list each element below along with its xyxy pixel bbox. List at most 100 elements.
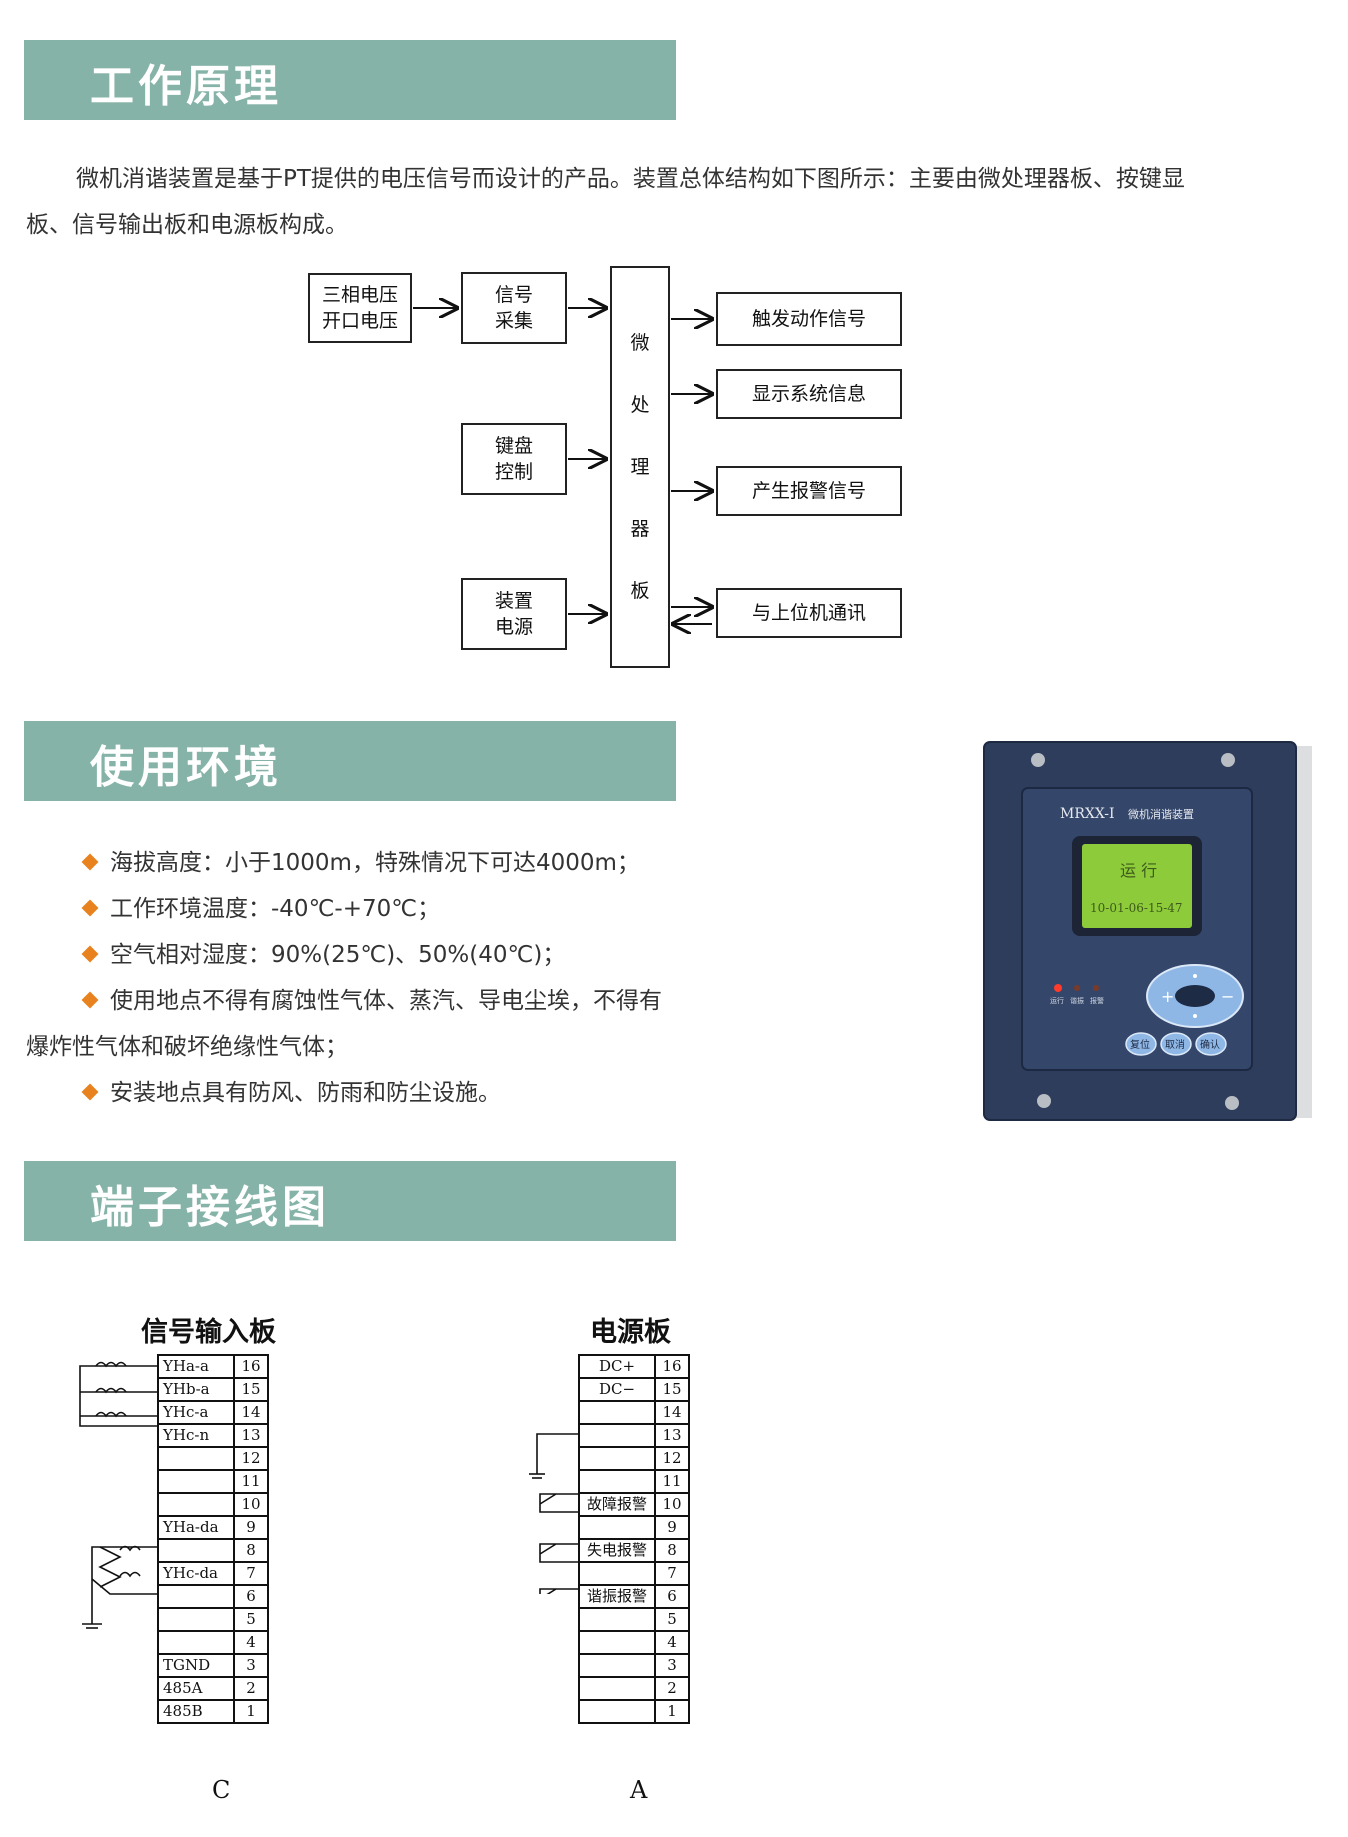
table-row: 5 xyxy=(157,1607,269,1632)
reset-button-label: 复位 xyxy=(1130,1038,1150,1051)
terminal-label xyxy=(578,1515,656,1540)
terminal-number: 14 xyxy=(233,1400,269,1425)
terminal-label xyxy=(578,1400,656,1425)
env-item-text: 海拔高度：小于1000m，特殊情况下可达4000m； xyxy=(110,850,640,876)
processor-char: 理 xyxy=(630,456,650,478)
device-photo: MRXX-I 微机消谐装置 运 行 10-01-06-15-47 运行 谐振 报… xyxy=(983,741,1312,1121)
terminal-label xyxy=(157,1492,235,1517)
processor-char: 器 xyxy=(630,518,650,540)
diamond-bullet-icon xyxy=(81,899,99,917)
terminal-number: 13 xyxy=(233,1423,269,1448)
terminal-label xyxy=(157,1630,235,1655)
table-row: 14 xyxy=(578,1400,690,1425)
microprocessor-board-box: 微 处 理 器 板 xyxy=(610,266,670,668)
processor-char: 微 xyxy=(630,332,650,354)
terminal-number: 9 xyxy=(654,1515,690,1540)
led-label: 谐振 xyxy=(1070,996,1084,1005)
table-row: 4 xyxy=(578,1630,690,1655)
led-label: 报警 xyxy=(1090,996,1104,1005)
lcd-line-2: 10-01-06-15-47 xyxy=(1090,901,1183,915)
terminal-number: 7 xyxy=(654,1561,690,1586)
terminal-label xyxy=(157,1584,235,1609)
keyboard-control-label-1: 键盘 xyxy=(494,435,533,457)
cancel-button-label: 取消 xyxy=(1165,1038,1185,1051)
intro-line-2: 板、信号输出板和电源板构成。 xyxy=(26,212,348,238)
terminal-label: 谐振报警 xyxy=(578,1584,656,1609)
coil-icon xyxy=(119,1571,141,1578)
terminal-number: 13 xyxy=(654,1423,690,1448)
reset-button[interactable] xyxy=(1125,1032,1157,1056)
terminal-label: DC− xyxy=(578,1377,656,1402)
terminal-number: 5 xyxy=(654,1607,690,1632)
terminal-label: 485B xyxy=(157,1699,235,1724)
led-label: 运行 xyxy=(1050,996,1064,1005)
table-row: DC−15 xyxy=(578,1377,690,1402)
terminal-number: 16 xyxy=(233,1354,269,1379)
diamond-bullet-icon xyxy=(81,853,99,871)
terminal-number: 8 xyxy=(233,1538,269,1563)
cancel-button[interactable] xyxy=(1160,1032,1192,1056)
led-resonance-icon xyxy=(1074,985,1080,991)
nav-up-icon xyxy=(1193,974,1197,978)
confirm-button[interactable] xyxy=(1195,1032,1227,1056)
output-comm-box: 与上位机通讯 xyxy=(716,588,902,638)
terminal-label xyxy=(157,1538,235,1563)
terminal-label: TGND xyxy=(157,1653,235,1678)
terminal-label: 故障报警 xyxy=(578,1492,656,1517)
terminal-label xyxy=(578,1676,656,1701)
device-name: 微机消谐装置 xyxy=(1128,807,1194,821)
terminal-number: 14 xyxy=(654,1400,690,1425)
table-row: 4 xyxy=(157,1630,269,1655)
terminal-number: 6 xyxy=(654,1584,690,1609)
output-alarm-label: 产生报警信号 xyxy=(751,480,866,502)
terminal-label: 485A xyxy=(157,1676,235,1701)
table-row: 11 xyxy=(157,1469,269,1494)
coil-icon xyxy=(95,1387,127,1394)
terminal-number: 2 xyxy=(654,1676,690,1701)
terminal-number: 3 xyxy=(233,1653,269,1678)
terminal-label: YHc-n xyxy=(157,1423,235,1448)
terminal-label xyxy=(578,1469,656,1494)
terminal-label xyxy=(157,1446,235,1471)
input-voltage-label-1: 三相电压 xyxy=(321,284,398,306)
confirm-button-label: 确认 xyxy=(1200,1038,1220,1051)
diamond-bullet-icon xyxy=(81,1083,99,1101)
terminal-number: 12 xyxy=(233,1446,269,1471)
diagram-arrows xyxy=(413,0,1348,700)
terminal-number: 1 xyxy=(654,1699,690,1724)
nav-down-icon xyxy=(1193,1014,1197,1018)
terminal-number: 9 xyxy=(233,1515,269,1540)
input-voltage-box: 三相电压 开口电压 xyxy=(308,273,412,343)
terminal-number: 1 xyxy=(233,1699,269,1724)
terminal-label: YHc-da xyxy=(157,1561,235,1586)
diamond-bullet-icon xyxy=(81,991,99,1009)
terminal-number: 4 xyxy=(654,1630,690,1655)
table-row: 13 xyxy=(578,1423,690,1448)
diamond-bullet-icon xyxy=(81,945,99,963)
section-banner-principle: 工作原理 xyxy=(24,40,676,120)
section-title-wiring: 端子接线图 xyxy=(90,1182,330,1233)
section-banner-wiring: 端子接线图 xyxy=(24,1161,676,1241)
terminal-label xyxy=(157,1469,235,1494)
terminal-label xyxy=(157,1607,235,1632)
terminal-label: DC+ xyxy=(578,1354,656,1379)
terminal-label: YHc-a xyxy=(157,1400,235,1425)
processor-char: 处 xyxy=(630,394,650,416)
transformer-icon xyxy=(98,1546,122,1588)
coil-icon xyxy=(95,1411,127,1418)
terminal-number: 8 xyxy=(654,1538,690,1563)
terminal-number: 10 xyxy=(654,1492,690,1517)
output-alarm-box: 产生报警信号 xyxy=(716,466,902,516)
terminal-label xyxy=(578,1699,656,1724)
env-item-text: 空气相对湿度：90%(25℃)、50%(40℃)； xyxy=(110,942,566,968)
wire xyxy=(91,1578,157,1595)
table-row: 12 xyxy=(157,1446,269,1471)
left-wiring-sketch xyxy=(79,1361,157,1629)
terminal-number: 16 xyxy=(654,1354,690,1379)
